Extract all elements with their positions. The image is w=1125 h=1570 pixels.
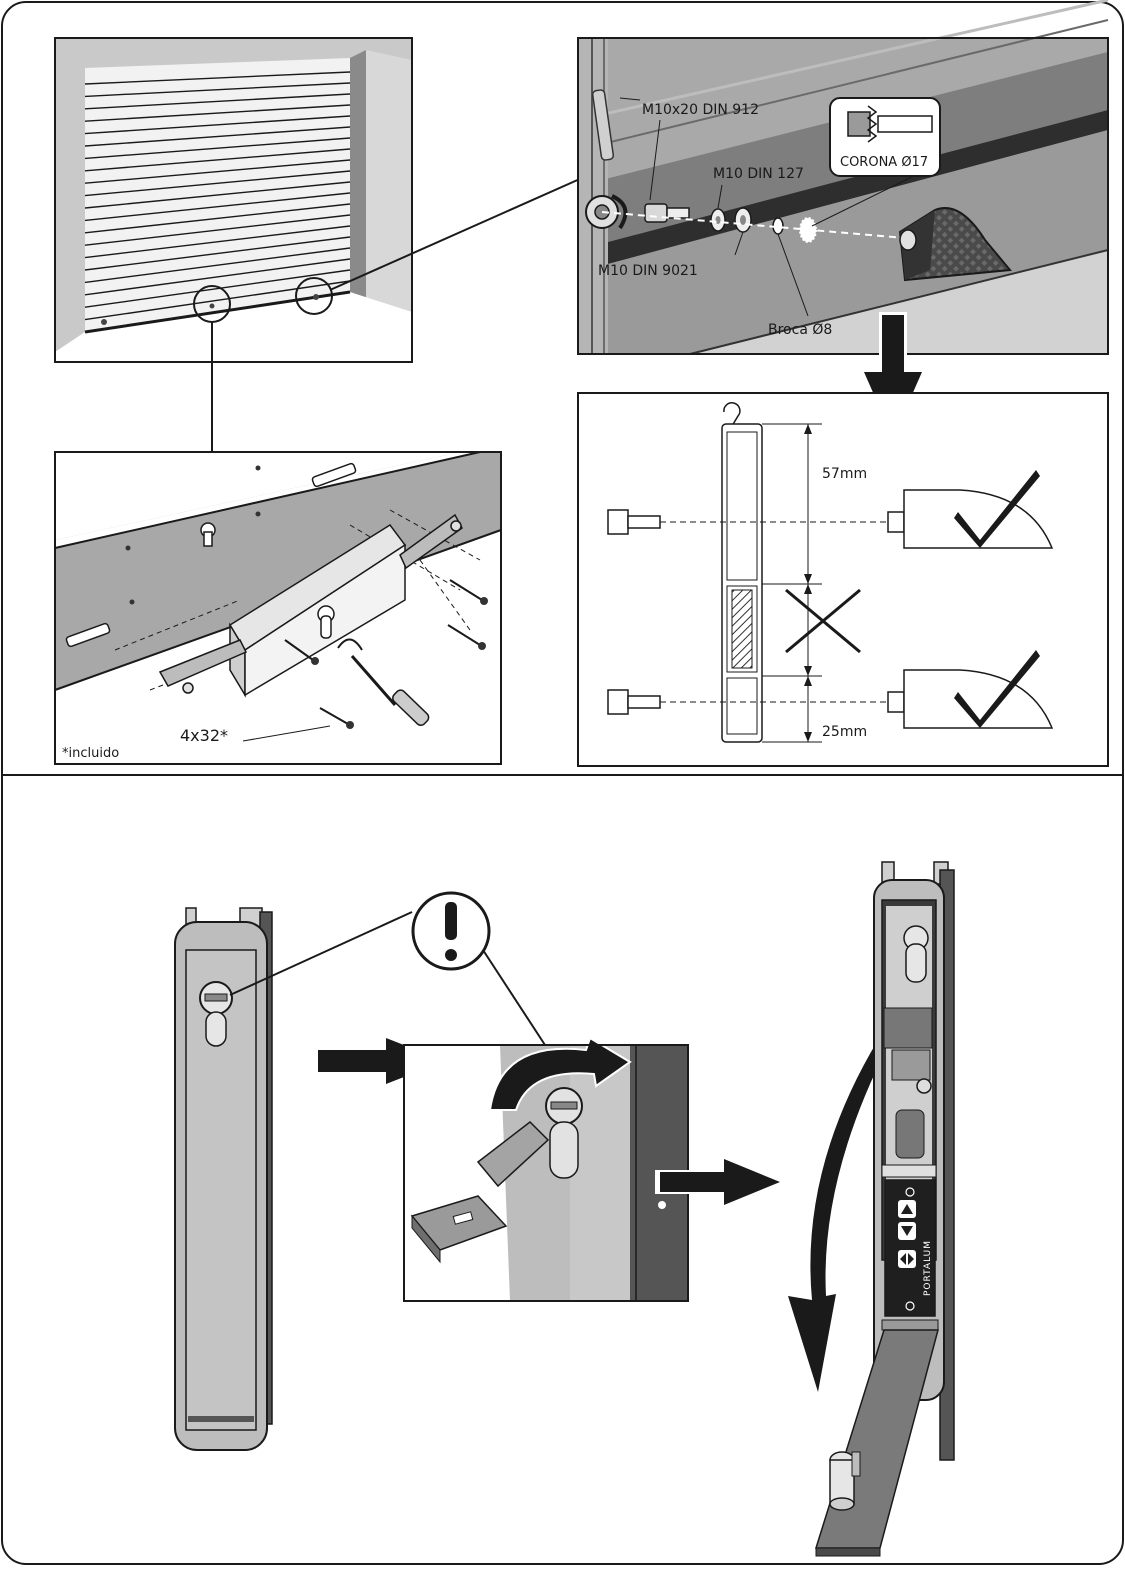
label-screw: M10x20 DIN 912 [642,102,759,118]
check-icon-lower [954,650,1040,728]
shutter-slat [84,269,351,308]
shutter-slat [84,225,351,259]
shutter-slat [84,104,351,122]
connector-handle [329,177,583,291]
keypad [884,1179,936,1317]
label-dim-25: 25mm [822,724,867,740]
label-lock-screws: 4x32* [180,726,228,745]
shutter-slat [84,71,351,85]
label-crown: CORONA Ø17 [840,155,928,170]
handle-closed [174,907,273,1451]
shutter-slat [84,170,351,197]
shutter-slat [84,93,351,110]
shutter-slat [84,258,351,296]
shutter-slat [84,280,351,321]
shutter-slat [84,82,351,98]
shutter-slat [84,159,351,184]
handle-open: PORTALUM [814,861,955,1557]
arrow-right-icon [655,1159,780,1205]
panel-shutter-overview [54,37,413,363]
shutter-slat [84,203,351,234]
label-washer-9021: M10 DIN 9021 [598,263,698,279]
label-washer-127: M10 DIN 127 [713,166,804,182]
arrow-curve-down-icon [788,1040,888,1392]
shutter-slat [84,247,351,284]
shutter-slat [84,137,351,160]
check-icon-upper [954,470,1040,548]
shutter-slat [84,181,351,209]
label-drill: Broca Ø8 [768,322,832,338]
shutter-slat [84,214,351,246]
panel-lock-install: 4x32* *incluido [54,451,502,765]
shutter-slat [84,115,351,135]
keypad-brand: PORTALUM [923,1240,933,1296]
panel-profile-section: 57mm 25mm [577,392,1109,767]
connector-warning [229,911,413,996]
shutter-slat [84,126,351,147]
shutter-slat [84,192,351,222]
panel-key-detail [403,1036,689,1302]
rotate-arrow-icon [488,1036,632,1111]
label-dim-57: 57mm [822,466,867,482]
shutter-slat [84,148,351,172]
detail-circle-handle [295,277,333,315]
panel-handle-fixing: M10x20 DIN 912 M10 DIN 127 M10 DIN 9021 … [577,0,1109,355]
shutter-slat [84,236,351,271]
warning-icon [411,891,491,971]
note-included: *incluido [62,746,119,761]
cross-icon [785,588,861,654]
